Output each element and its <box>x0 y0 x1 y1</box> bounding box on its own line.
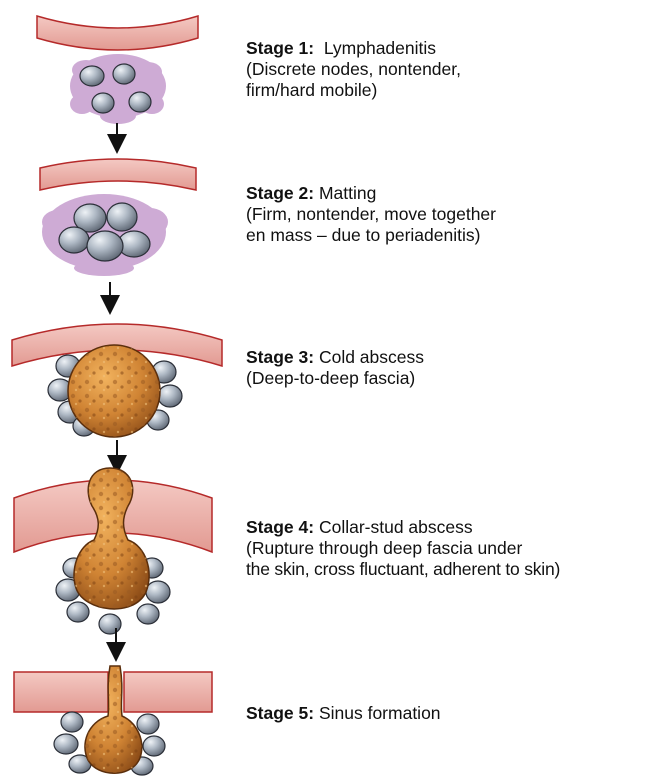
stage-title: Matting <box>319 183 376 203</box>
stage-3-description: Stage 3: Cold abscess (Deep-to-deep fasc… <box>246 347 424 389</box>
skin-layer <box>40 159 196 190</box>
stage-title: Cold abscess <box>319 347 424 367</box>
stage-label: Stage 4: <box>246 517 314 537</box>
stage-5-illustration <box>14 666 212 775</box>
stage-1-description: Stage 1: Lymphadenitis (Discrete nodes, … <box>246 38 461 101</box>
stage-2-illustration <box>40 159 196 276</box>
stage-4-illustration <box>14 468 212 634</box>
stage-2-description: Stage 2: Matting (Firm, nontender, move … <box>246 183 496 246</box>
stage-label: Stage 5: <box>246 703 314 723</box>
stage-5-description: Stage 5: Sinus formation <box>246 703 441 724</box>
stage-label: Stage 2: <box>246 183 314 203</box>
stage-title: Lymphadenitis <box>324 38 436 58</box>
stage-label: Stage 3: <box>246 347 314 367</box>
stage-detail: en mass – due to periadenitis) <box>246 225 496 246</box>
skin-layer-right <box>124 672 212 712</box>
stage-1-illustration <box>37 16 198 124</box>
lymphoid-tissue <box>70 54 166 124</box>
stage-3-illustration <box>12 324 222 437</box>
stage-detail: (Deep-to-deep fascia) <box>246 368 424 389</box>
stage-detail: (Discrete nodes, nontender, <box>246 59 461 80</box>
stage-detail: firm/hard mobile) <box>246 80 461 101</box>
stage-detail: (Rupture through deep fascia under <box>246 538 560 559</box>
skin-layer <box>37 16 198 50</box>
stage-label: Stage 1: <box>246 38 314 58</box>
skin-layer-left <box>14 672 108 712</box>
stage-4-description: Stage 4: Collar-stud abscess (Rupture th… <box>246 517 560 580</box>
stage-title: Collar-stud abscess <box>319 517 473 537</box>
stage-detail: (Firm, nontender, move together <box>246 204 496 225</box>
stage-detail: the skin, cross fluctuant, adherent to s… <box>246 559 560 580</box>
stage-title: Sinus formation <box>319 703 441 723</box>
